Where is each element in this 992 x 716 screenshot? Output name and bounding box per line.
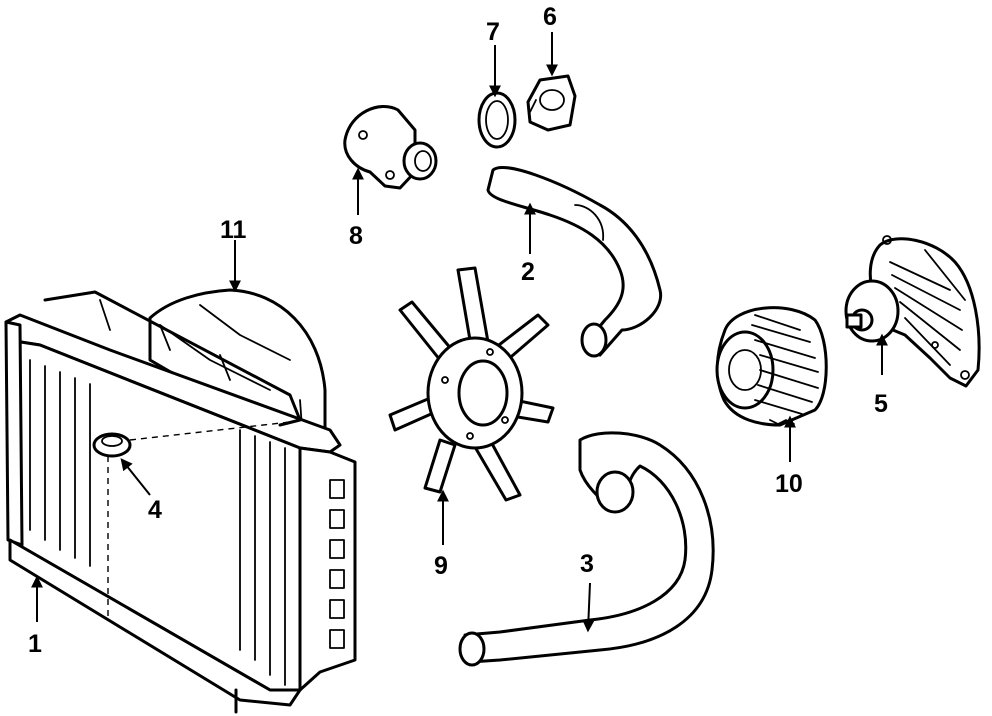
fan-clutch — [715, 306, 828, 427]
upper-hose — [486, 166, 663, 358]
callout-11: 11 — [220, 216, 247, 244]
callout-10: 10 — [775, 470, 803, 498]
callout-2: 2 — [521, 258, 535, 286]
callout-7: 7 — [486, 18, 500, 46]
callout-4: 4 — [148, 496, 162, 524]
radiator — [4, 290, 357, 714]
water-pump — [844, 235, 981, 388]
callout-3: 3 — [580, 550, 594, 578]
thermostat — [526, 74, 577, 132]
lower-hose — [458, 431, 715, 667]
callout-5: 5 — [874, 390, 888, 418]
leader-lines — [31, 32, 888, 633]
callout-1: 1 — [28, 630, 42, 658]
callout-labels: 1 2 3 4 5 6 7 8 9 10 11 — [28, 3, 888, 658]
radiator-cap — [92, 421, 291, 620]
callout-9: 9 — [434, 552, 448, 580]
callout-6: 6 — [543, 3, 557, 31]
gasket — [477, 91, 517, 149]
fan-blade — [388, 266, 555, 502]
callout-8: 8 — [349, 222, 363, 250]
